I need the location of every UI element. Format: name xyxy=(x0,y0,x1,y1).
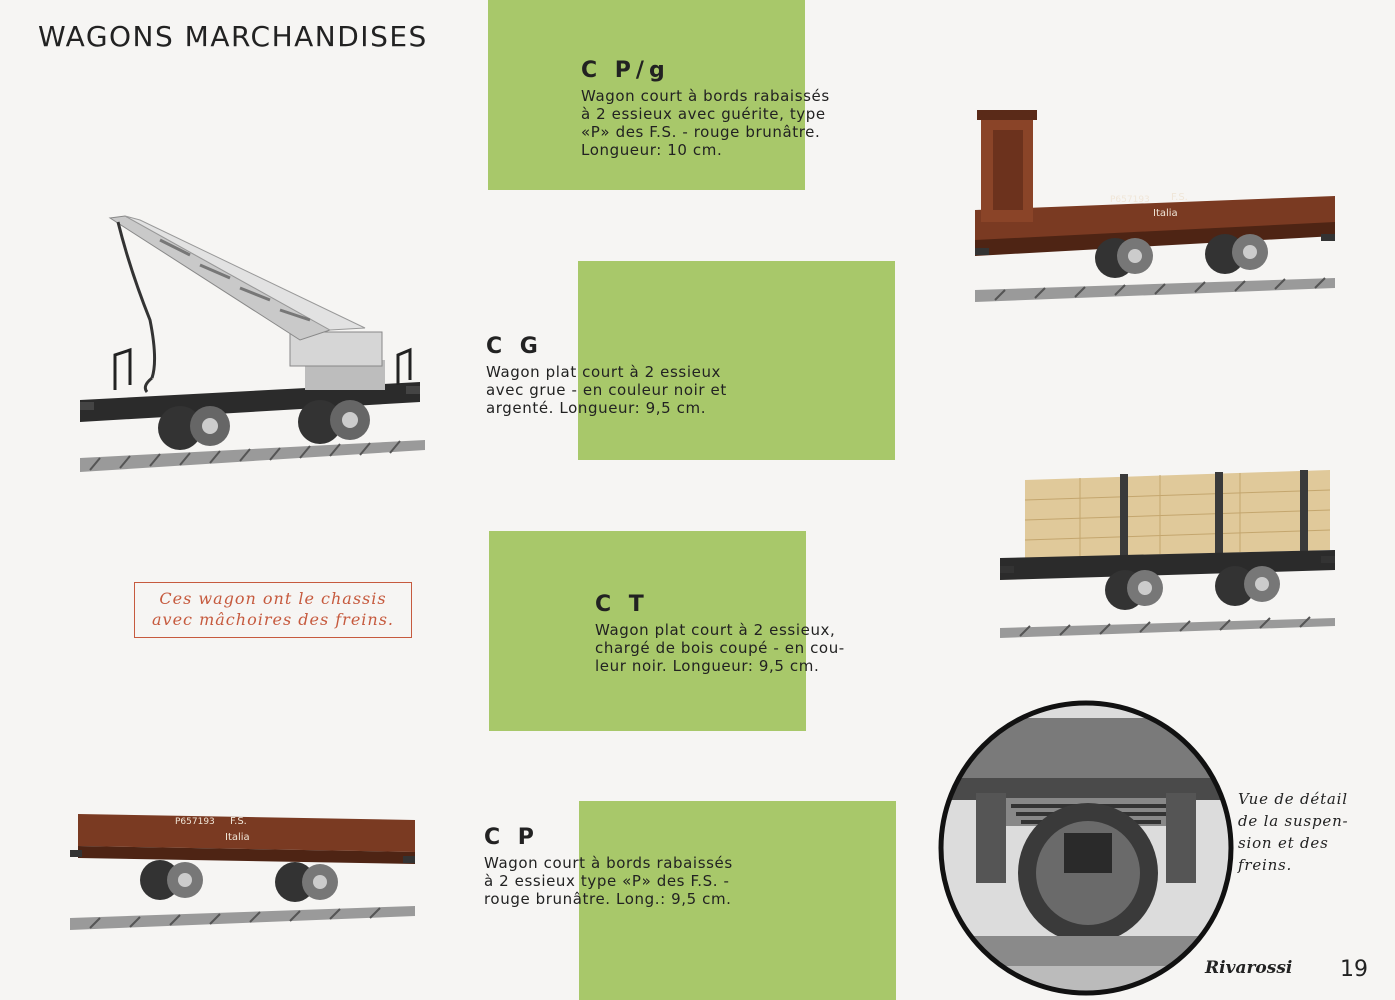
wagon-italia-text: Italia xyxy=(225,832,250,843)
timber-wagon-image xyxy=(1000,470,1335,638)
brown-wagon-image: P657193 F.S. Italia xyxy=(70,814,415,930)
brake-note: Ces wagon ont le chassis avec mâchoires … xyxy=(134,582,412,638)
product-ct: C T Wagon plat court à 2 essieux, chargé… xyxy=(595,592,845,675)
brown-wagon-with-cabin-image: P657193 F.S. Italia xyxy=(975,110,1335,302)
green-panel-cg xyxy=(578,261,895,460)
wagon-italia-text: Italia xyxy=(1153,208,1178,219)
crane-wagon-image xyxy=(80,215,425,472)
product-cg: C G Wagon plat court à 2 essieux avec gr… xyxy=(486,334,727,417)
page-number: 19 xyxy=(1340,957,1368,982)
brand-logo: Rivarossi xyxy=(1205,958,1293,978)
product-description: Wagon plat court à 2 essieux avec grue -… xyxy=(486,363,727,417)
green-panel-cp xyxy=(579,801,896,1000)
product-code: C G xyxy=(486,334,543,359)
detail-caption: Vue de détail de la suspen- sion et des … xyxy=(1238,790,1349,874)
wagon-number-text: P657193 xyxy=(175,817,215,827)
product-code: C T xyxy=(595,592,649,617)
wagon-fs-text: F.S. xyxy=(1171,192,1188,203)
product-cpg: C P/g Wagon court à bords rabaissés à 2 … xyxy=(581,58,830,159)
wagon-fs-text: F.S. xyxy=(230,816,247,827)
suspension-detail-image xyxy=(938,700,1234,996)
product-description: Wagon court à bords rabaissés à 2 essieu… xyxy=(581,87,830,159)
product-description: Wagon court à bords rabaissés à 2 essieu… xyxy=(484,854,733,908)
page-title: WAGONS MARCHANDISES xyxy=(38,20,428,53)
green-panel-cpg xyxy=(488,0,805,190)
product-code: C P/g xyxy=(581,58,670,83)
green-panel-ct xyxy=(489,531,806,731)
product-code: C P xyxy=(484,825,539,850)
product-cp: C P Wagon court à bords rabaissés à 2 es… xyxy=(484,825,733,908)
wagon-number-text: P657193 xyxy=(1110,195,1150,205)
product-description: Wagon plat court à 2 essieux, chargé de … xyxy=(595,621,845,675)
